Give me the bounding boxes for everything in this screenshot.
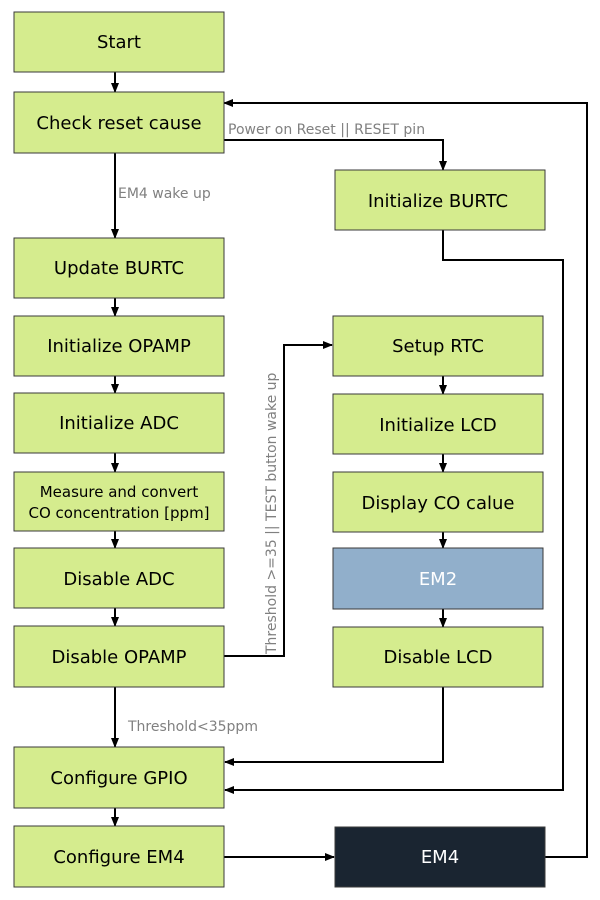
node-disable-lcd-label: Disable LCD: [384, 647, 493, 668]
node-display-co: Display CO calue: [332, 471, 544, 533]
edge-check-to-init-burtc: [224, 139, 447, 171]
edge-label-threshold-high: Threshold >=35 || TEST button wake up: [264, 372, 280, 655]
node-start-label: Start: [97, 32, 141, 53]
node-init-adc: Initialize ADC: [13, 392, 225, 454]
node-config-em4: Configure EM4: [13, 825, 225, 888]
node-em2: EM2: [332, 547, 544, 610]
node-init-opamp: Initialize OPAMP: [13, 315, 225, 377]
node-update-burtc: Update BURTC: [13, 237, 225, 299]
node-em2-label: EM2: [419, 569, 457, 590]
node-init-lcd: Initialize LCD: [332, 393, 544, 455]
node-init-burtc-label: Initialize BURTC: [368, 191, 508, 212]
node-config-em4-label: Configure EM4: [53, 847, 184, 868]
node-init-burtc: Initialize BURTC: [334, 169, 546, 231]
node-start: Start: [13, 11, 225, 73]
node-disable-opamp-label: Disable OPAMP: [51, 647, 186, 668]
node-disable-opamp: Disable OPAMP: [13, 625, 225, 688]
node-config-gpio-label: Configure GPIO: [50, 768, 187, 789]
edge-em4-to-check: [223, 99, 588, 858]
node-check-reset-label: Check reset cause: [36, 113, 201, 134]
node-check-reset: Check reset cause: [13, 91, 225, 154]
node-update-burtc-label: Update BURTC: [54, 258, 184, 279]
edge-label-power-on: Power on Reset || RESET pin: [228, 122, 425, 138]
edge-labels: Power on Reset || RESET pin EM4 wake up …: [118, 122, 425, 735]
node-disable-adc: Disable ADC: [13, 547, 225, 609]
node-measure: Measure and convert CO concentration [pp…: [13, 471, 225, 532]
node-em4-label: EM4: [421, 847, 459, 868]
node-em4: EM4: [334, 826, 546, 888]
edge-init-burtc-to-gpio: [224, 230, 564, 794]
edge-disable-lcd-to-gpio: [224, 687, 444, 766]
node-measure-label-line1: Measure and convert: [40, 483, 199, 501]
edge-disable-opamp-to-setup-rtc: [224, 341, 333, 657]
node-measure-label-line2: CO concentration [ppm]: [28, 504, 209, 522]
edge-label-threshold-low: Threshold<35ppm: [127, 719, 258, 735]
node-display-co-label: Display CO calue: [362, 493, 515, 514]
edges: [111, 72, 588, 861]
node-config-gpio: Configure GPIO: [13, 746, 225, 809]
node-setup-rtc-label: Setup RTC: [392, 336, 484, 357]
node-setup-rtc: Setup RTC: [332, 315, 544, 377]
node-disable-lcd: Disable LCD: [332, 626, 544, 688]
node-init-lcd-label: Initialize LCD: [379, 415, 497, 436]
edge-label-em4-wake: EM4 wake up: [118, 186, 211, 202]
node-disable-adc-label: Disable ADC: [63, 569, 174, 590]
node-init-adc-label: Initialize ADC: [59, 413, 179, 434]
node-init-opamp-label: Initialize OPAMP: [47, 336, 191, 357]
